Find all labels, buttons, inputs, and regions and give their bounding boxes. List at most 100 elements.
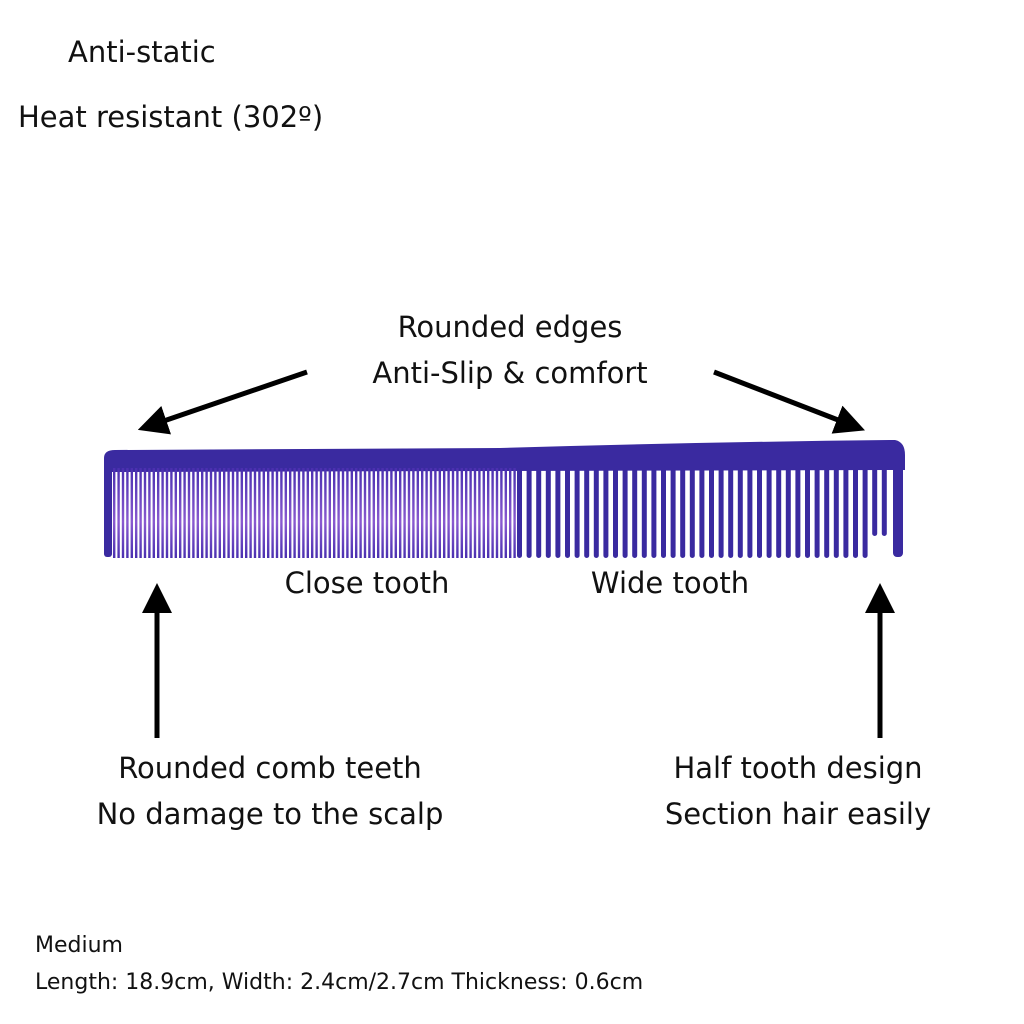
close-tooth bbox=[262, 468, 265, 558]
close-tooth bbox=[183, 468, 186, 558]
close-tooth bbox=[394, 468, 397, 558]
close-tooth bbox=[500, 468, 503, 558]
wide-tooth bbox=[872, 466, 878, 536]
close-tooth bbox=[478, 468, 481, 558]
close-tooth bbox=[258, 468, 261, 558]
close-tooth bbox=[187, 468, 191, 558]
wide-tooth bbox=[622, 466, 628, 558]
close-tooth bbox=[113, 468, 116, 558]
close-tooth bbox=[289, 468, 292, 558]
close-tooth bbox=[267, 468, 270, 558]
wide-tooth bbox=[555, 466, 561, 558]
close-tooth bbox=[421, 468, 424, 558]
close-tooth bbox=[174, 468, 177, 558]
wide-tooth bbox=[747, 466, 753, 558]
close-tooth bbox=[231, 468, 235, 558]
wide-tooth bbox=[824, 466, 830, 558]
close-tooth bbox=[495, 468, 499, 558]
wide-tooth bbox=[737, 466, 743, 558]
close-tooth bbox=[438, 468, 441, 558]
close-tooth bbox=[451, 468, 455, 558]
close-tooth bbox=[491, 468, 494, 558]
label-close-tooth: Close tooth bbox=[284, 566, 450, 600]
comb-left-end bbox=[104, 465, 112, 557]
spec-dimensions: Length: 18.9cm, Width: 2.4cm/2.7cm Thick… bbox=[35, 970, 644, 995]
close-tooth bbox=[196, 468, 199, 558]
wide-tooth bbox=[545, 466, 551, 558]
close-tooth bbox=[447, 468, 450, 558]
arrows bbox=[137, 369, 895, 738]
wide-tooth bbox=[785, 466, 791, 558]
close-tooth bbox=[297, 468, 301, 558]
close-tooth bbox=[469, 468, 472, 558]
callout-teeth-line1: Rounded comb teeth bbox=[118, 751, 422, 785]
wide-tooth bbox=[718, 466, 724, 558]
close-tooth bbox=[315, 468, 318, 558]
close-tooth bbox=[117, 468, 120, 558]
wide-tooth bbox=[565, 466, 570, 558]
close-tooth bbox=[372, 468, 375, 558]
wide-tooth bbox=[805, 466, 810, 558]
close-tooth bbox=[434, 468, 437, 558]
close-tooth bbox=[253, 468, 257, 558]
close-tooth bbox=[161, 468, 164, 558]
feature-heat-resistant: Heat resistant (302º) bbox=[18, 100, 324, 134]
wide-tooth bbox=[689, 466, 695, 558]
close-tooth bbox=[425, 468, 428, 558]
close-tooth bbox=[416, 468, 419, 558]
close-tooth bbox=[412, 468, 415, 558]
close-tooth bbox=[355, 468, 358, 558]
wide-tooth bbox=[757, 466, 762, 558]
close-tooth bbox=[214, 468, 217, 558]
close-tooth bbox=[284, 468, 287, 558]
close-tooth bbox=[227, 468, 230, 558]
label-wide-tooth: Wide tooth bbox=[590, 566, 750, 600]
close-tooth bbox=[385, 468, 389, 558]
feature-anti-static: Anti-static bbox=[68, 35, 216, 69]
close-tooth bbox=[271, 468, 274, 558]
close-tooth bbox=[429, 468, 433, 558]
close-tooth bbox=[513, 468, 516, 558]
wide-tooth bbox=[661, 466, 666, 558]
wide-tooth bbox=[881, 466, 887, 536]
close-tooth bbox=[302, 468, 305, 558]
wide-tooth bbox=[584, 466, 590, 558]
wide-tooth bbox=[641, 466, 647, 558]
callout-half-line2: Section hair easily bbox=[664, 797, 932, 831]
comb-image bbox=[104, 440, 905, 558]
wide-tooth bbox=[699, 466, 705, 558]
close-tooth bbox=[460, 468, 463, 558]
close-tooth bbox=[368, 468, 371, 558]
wide-tooth bbox=[843, 466, 849, 558]
close-tooth bbox=[465, 468, 468, 558]
wide-tooth bbox=[728, 466, 734, 558]
close-tooth bbox=[280, 468, 283, 558]
close-tooth bbox=[333, 468, 336, 558]
close-tooth bbox=[487, 468, 490, 558]
comb-teeth bbox=[113, 466, 887, 558]
close-tooth bbox=[341, 468, 345, 558]
close-tooth bbox=[407, 468, 411, 558]
close-tooth bbox=[245, 468, 248, 558]
close-tooth bbox=[504, 468, 507, 558]
close-tooth bbox=[130, 468, 133, 558]
close-tooth bbox=[293, 468, 296, 558]
close-tooth bbox=[311, 468, 314, 558]
close-tooth bbox=[381, 468, 384, 558]
close-tooth bbox=[139, 468, 142, 558]
wide-tooth bbox=[574, 466, 580, 558]
close-tooth bbox=[399, 468, 402, 558]
arrow-right-edge bbox=[713, 369, 865, 434]
wide-tooth bbox=[853, 466, 858, 558]
close-tooth bbox=[328, 468, 331, 558]
close-tooth bbox=[165, 468, 169, 558]
close-tooth bbox=[456, 468, 459, 558]
close-tooth bbox=[135, 468, 138, 558]
wide-tooth bbox=[603, 466, 609, 558]
wide-tooth bbox=[536, 466, 542, 558]
close-tooth bbox=[170, 468, 173, 558]
close-tooth bbox=[509, 468, 512, 558]
close-tooth bbox=[205, 468, 208, 558]
close-tooth bbox=[350, 468, 353, 558]
close-tooth bbox=[143, 468, 147, 558]
